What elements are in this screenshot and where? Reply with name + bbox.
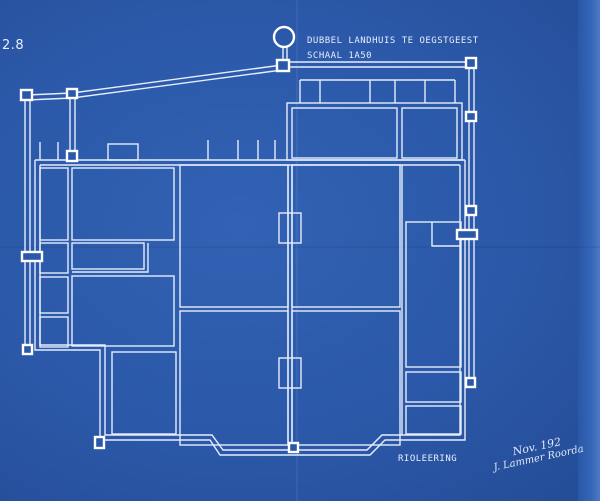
- drainage-label: RIOLEERING: [398, 454, 458, 464]
- outer-drain-pipes: [24, 38, 475, 385]
- drawing-title: DUBBEL LANDHUIS TE OEGSTGEEST: [307, 36, 479, 46]
- interior-rooms: [39, 164, 462, 446]
- fold-crease-vertical: [296, 0, 298, 501]
- central-drain: [278, 165, 302, 445]
- top-annex: [286, 79, 463, 161]
- fold-crease-horizontal: [0, 246, 600, 248]
- wall-stubs: [39, 140, 276, 161]
- paper-edge: [578, 0, 600, 501]
- drawing-scale: SCHAAL 1A50: [307, 51, 373, 61]
- inspection-pits: [19, 25, 479, 454]
- sheet-number: 2.8: [2, 38, 25, 53]
